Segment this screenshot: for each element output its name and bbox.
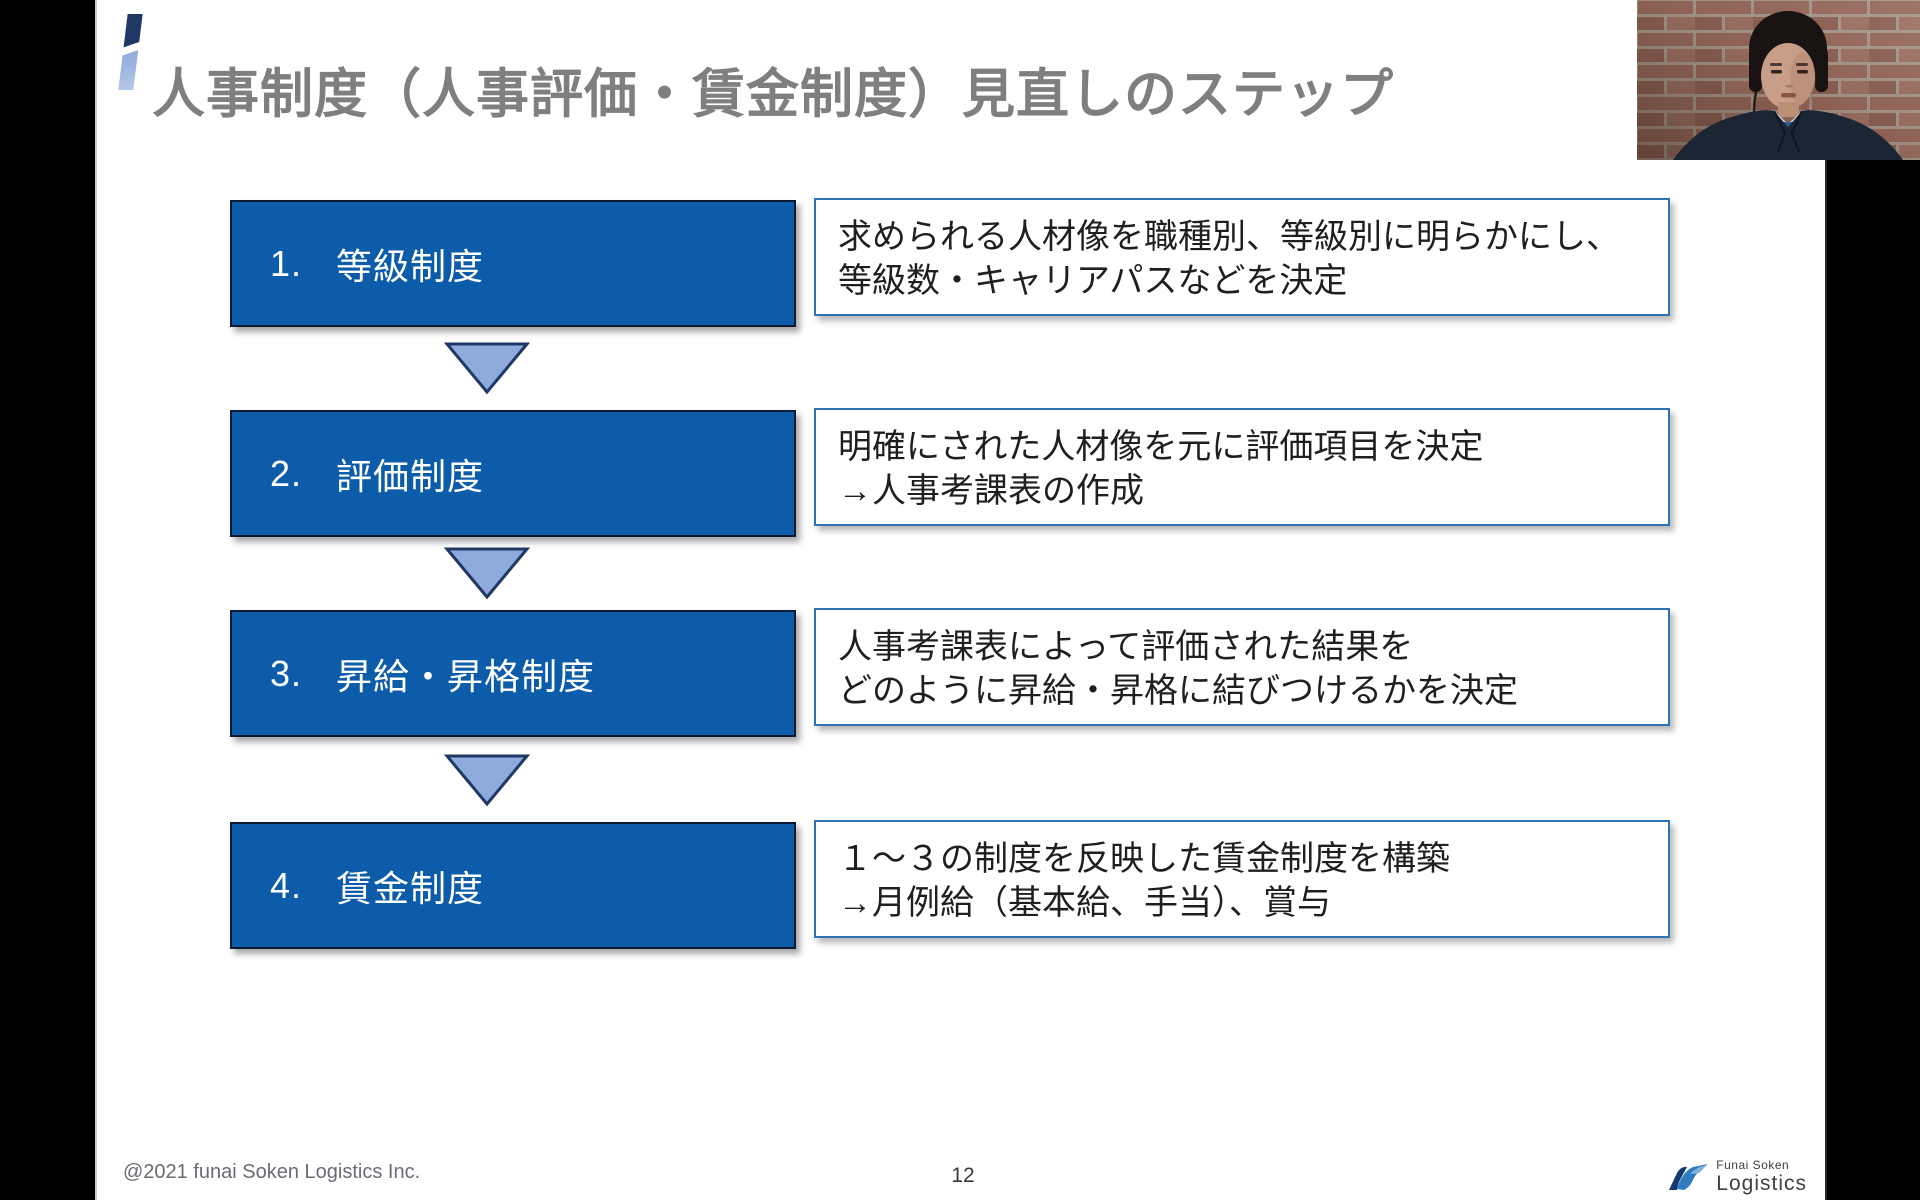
step-desc-1: 求められる人材像を職種別、等級別に明らかにし、 等級数・キャリアパスなどを決定	[814, 198, 1670, 316]
step-number: 4.	[270, 864, 303, 906]
slide-title: 人事制度（人事評価・賃金制度）見直しのステップ	[152, 64, 1394, 124]
desc-line-2: →月例給（基本給、手当）、賞与	[838, 884, 1331, 922]
step-desc-3: 人事考課表によって評価された結果を どのように昇給・昇格に結びつけるかを決定	[814, 608, 1670, 726]
step-number: 3.	[270, 652, 303, 694]
desc-line-1: 求められる人材像を職種別、等級別に明らかにし、	[838, 218, 1620, 256]
step-box-2: 2. 評価制度	[230, 410, 796, 537]
title-accent-mark-icon	[118, 14, 143, 90]
logo-name-top: Funai Soken	[1716, 1158, 1790, 1172]
presenter-image	[1637, 0, 1920, 160]
webcam-video	[1637, 0, 1920, 160]
step-number: 2.	[270, 452, 303, 494]
copyright-text: @2021 funai Soken Logistics Inc.	[123, 1161, 421, 1183]
step-box-1: 1. 等級制度	[230, 200, 796, 327]
logo-wave-icon	[1669, 1163, 1709, 1190]
flow-arrow-icon	[444, 754, 530, 807]
step-label: 評価制度	[336, 455, 485, 497]
desc-line-1: 明確にされた人材像を元に評価項目を決定	[838, 428, 1484, 466]
presenter-silhouette	[1673, 11, 1903, 160]
slide: 人事制度（人事評価・賃金制度）見直しのステップ 1. 等級制度 求められる人材像を…	[95, 0, 1827, 1200]
logo-text: Funai Soken Logistics	[1716, 1159, 1807, 1194]
step-desc-2: 明確にされた人材像を元に評価項目を決定 →人事考課表の作成	[814, 408, 1670, 526]
page-number: 12	[951, 1164, 975, 1187]
step-label: 等級制度	[336, 245, 485, 287]
desc-line-1: 人事考課表によって評価された結果を	[838, 628, 1414, 666]
desc-line-2: どのように昇給・昇格に結びつけるかを決定	[838, 672, 1518, 710]
step-label: 賃金制度	[336, 867, 485, 909]
step-box-3: 3. 昇給・昇格制度	[230, 610, 796, 737]
step-desc-4: １～３の制度を反映した賃金制度を構築 →月例給（基本給、手当）、賞与	[814, 820, 1670, 938]
company-logo: Funai Soken Logistics	[1668, 1159, 1807, 1194]
desc-line-2: →人事考課表の作成	[838, 472, 1144, 510]
flow-arrow-icon	[444, 547, 530, 600]
step-box-4: 4. 賃金制度	[230, 822, 796, 949]
logo-name-bottom: Logistics	[1716, 1172, 1807, 1195]
step-label: 昇給・昇格制度	[336, 655, 596, 697]
desc-line-2: 等級数・キャリアパスなどを決定	[838, 262, 1348, 300]
flow-arrow-icon	[444, 342, 530, 395]
step-number: 1.	[270, 242, 303, 284]
desc-line-1: １～３の制度を反映した賃金制度を構築	[838, 840, 1450, 878]
